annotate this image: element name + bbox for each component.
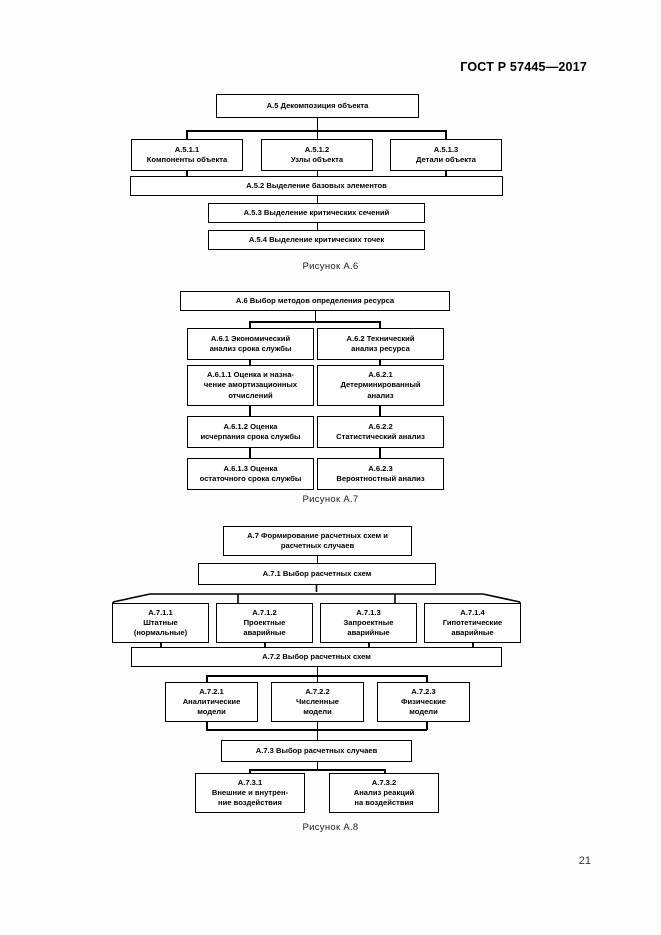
- connector-a722-down: [316, 722, 319, 730]
- connector-a611-a612: [249, 406, 251, 417]
- connector-a513-down: [445, 171, 447, 177]
- node-a71: А.7.1 Выбор расчетных схем: [198, 563, 436, 585]
- node-a513: А.5.1.3 Детали объекта: [390, 139, 502, 171]
- node-a7: А.7 Формирование расчетных схем и расчет…: [223, 526, 412, 556]
- node-a712: А.7.1.2 Проектные аварийные: [216, 603, 313, 643]
- connector-a712-down: [264, 643, 266, 648]
- connector-a6-down: [314, 311, 317, 322]
- node-a61: А.6.1 Экономический анализ срока службы: [187, 328, 314, 360]
- node-a6: А.6 Выбор методов определения ресурса: [180, 291, 450, 311]
- connector-a5-down: [316, 118, 319, 131]
- connector-a73-drop-2: [384, 769, 386, 774]
- connector-a73-drop-1: [249, 769, 251, 774]
- node-a714: А.7.1.4 Гипотетические аварийные: [424, 603, 521, 643]
- node-a512: А.5.1.2 Узлы объекта: [261, 139, 373, 171]
- node-a53: А.5.3 Выделение критических сечений: [208, 203, 425, 223]
- node-a5: А.5 Декомпозиция объекта: [216, 94, 419, 118]
- node-a713: А.7.1.3 Запроектные аварийные: [320, 603, 417, 643]
- connector-a5-drop-1: [186, 130, 188, 139]
- connector-a721-down: [206, 722, 208, 730]
- connector-a612-a613: [249, 448, 251, 459]
- connector-a6-drop-1: [249, 321, 251, 329]
- connector-a711-down: [160, 643, 162, 648]
- node-a613: А.6.1.3 Оценка остаточного срока службы: [187, 458, 314, 490]
- caption-figure-a7: Рисунок А.7: [302, 494, 359, 505]
- node-a721: А.7.2.1 Аналитические модели: [165, 682, 258, 722]
- node-a62: А.6.2 Технический анализ ресурса: [317, 328, 444, 360]
- node-a732: А.7.3.2 Анализ реакций на воздействия: [329, 773, 439, 813]
- node-a711: А.7.1.1 Штатные (нормальные): [112, 603, 209, 643]
- node-a73: А.7.3 Выбор расчетных случаев: [221, 740, 412, 762]
- connector-a5-drop-2: [316, 130, 319, 139]
- node-a722: А.7.2.2 Численные модели: [271, 682, 364, 722]
- node-a511: А.5.1.1 Компоненты объекта: [131, 139, 243, 171]
- node-a731: А.7.3.1 Внешние и внутрен- ние воздейств…: [195, 773, 305, 813]
- connector-a73-bus: [249, 769, 384, 771]
- connector-a621-a622: [379, 406, 381, 417]
- connector-a71-fanout: [112, 585, 521, 605]
- connector-a73-stub: [316, 729, 319, 741]
- connector-a53-a54: [316, 223, 319, 231]
- standard-header: ГОСТ Р 57445—2017: [460, 60, 587, 74]
- caption-figure-a6: Рисунок А.6: [302, 261, 359, 272]
- connector-a72-drop-3: [426, 675, 428, 683]
- connector-a72-drop-1: [206, 675, 208, 683]
- connector-a714-down: [472, 643, 474, 648]
- connector-a6-drop-2: [379, 321, 381, 329]
- node-a723: А.7.2.3 Физические модели: [377, 682, 470, 722]
- connector-a713-down: [368, 643, 370, 648]
- connector-a723-down: [426, 722, 428, 730]
- node-a623: А.6.2.3 Вероятностный анализ: [317, 458, 444, 490]
- connector-a7-a71: [316, 556, 319, 564]
- page-number: 21: [578, 855, 591, 867]
- node-a612: А.6.1.2 Оценка исчерпания срока службы: [187, 416, 314, 448]
- node-a611: А.6.1.1 Оценка и назна- чение амортизаци…: [187, 365, 314, 406]
- node-a52: А.5.2 Выделение базовых элементов: [130, 176, 503, 196]
- connector-a62-a621: [379, 360, 381, 366]
- connector-a73-down: [316, 762, 319, 770]
- connector-a5-drop-3: [445, 130, 447, 139]
- node-a54: А.5.4 Выделение критических точек: [208, 230, 425, 250]
- connector-a6-bus: [249, 321, 380, 323]
- node-a621: А.6.2.1 Детерминированный анализ: [317, 365, 444, 406]
- connector-a511-down: [186, 171, 188, 177]
- connector-a72-drop-2: [316, 675, 319, 683]
- caption-figure-a8: Рисунок А.8: [302, 822, 359, 833]
- node-a72: А.7.2 Выбор расчетных схем: [131, 647, 502, 667]
- connector-a512-down: [316, 171, 319, 177]
- connector-a61-a611: [249, 360, 251, 366]
- connector-a622-a623: [379, 448, 381, 459]
- connector-a52-a53: [316, 196, 319, 204]
- node-a622: А.6.2.2 Статистический анализ: [317, 416, 444, 448]
- connector-a72-down: [316, 667, 319, 676]
